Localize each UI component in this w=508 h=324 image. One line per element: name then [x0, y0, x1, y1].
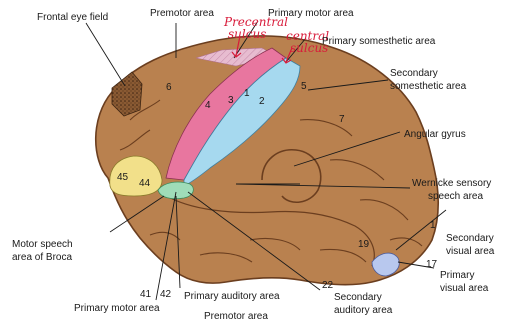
area-number-42: 42: [160, 289, 172, 300]
area-number-6: 6: [166, 82, 172, 93]
label-secondary-visual-line2: visual area: [446, 246, 495, 257]
label-primary-auditory-area: Primary auditory area: [184, 291, 280, 302]
label-secondary-somesthetic-line2: somesthetic area: [390, 81, 467, 92]
label-secondary-auditory-line1: Secondary: [334, 292, 382, 303]
area-number-5: 5: [301, 81, 307, 92]
label-frontal-eye-field: Frontal eye field: [37, 12, 108, 23]
area-number-3: 3: [228, 95, 234, 106]
label-primary-visual-line2: visual area: [440, 283, 489, 294]
label-primary-visual-line1: Primary: [440, 270, 474, 281]
label-motor-speech-line1: Motor speech: [12, 239, 73, 250]
label-primary-motor-area-bottom: Primary motor area: [74, 303, 160, 314]
label-angular-gyrus: Angular gyrus: [404, 129, 466, 140]
area-number-45: 45: [117, 172, 129, 183]
area-number-4: 4: [205, 100, 211, 111]
label-secondary-visual-line1: Secondary: [446, 233, 494, 244]
area-number-2: 2: [259, 96, 265, 107]
label-premotor-area-top: Premotor area: [150, 8, 214, 19]
area-number-19: 19: [358, 239, 370, 250]
label-primary-somesthetic-area: Primary somesthetic area: [322, 36, 436, 47]
precentral-annotation-line2: sulcus: [228, 27, 266, 41]
area-number-1: 1: [244, 88, 250, 99]
label-premotor-area-bottom: Premotor area: [204, 311, 268, 322]
label-wernicke-line2: speech area: [428, 191, 483, 202]
area-number-1-visual: 1: [430, 220, 436, 231]
area-number-41: 41: [140, 289, 152, 300]
area-number-7: 7: [339, 114, 345, 125]
area-number-44: 44: [139, 178, 151, 189]
area-number-17: 17: [426, 259, 438, 270]
label-wernicke-line1: Wernicke sensory: [412, 178, 491, 189]
label-primary-motor-area-top: Primary motor area: [268, 8, 354, 19]
label-secondary-auditory-line2: auditory area: [334, 305, 393, 316]
label-secondary-somesthetic-line1: Secondary: [390, 68, 438, 79]
label-motor-speech-line2: area of Broca: [12, 252, 72, 263]
area-number-22: 22: [322, 280, 334, 291]
